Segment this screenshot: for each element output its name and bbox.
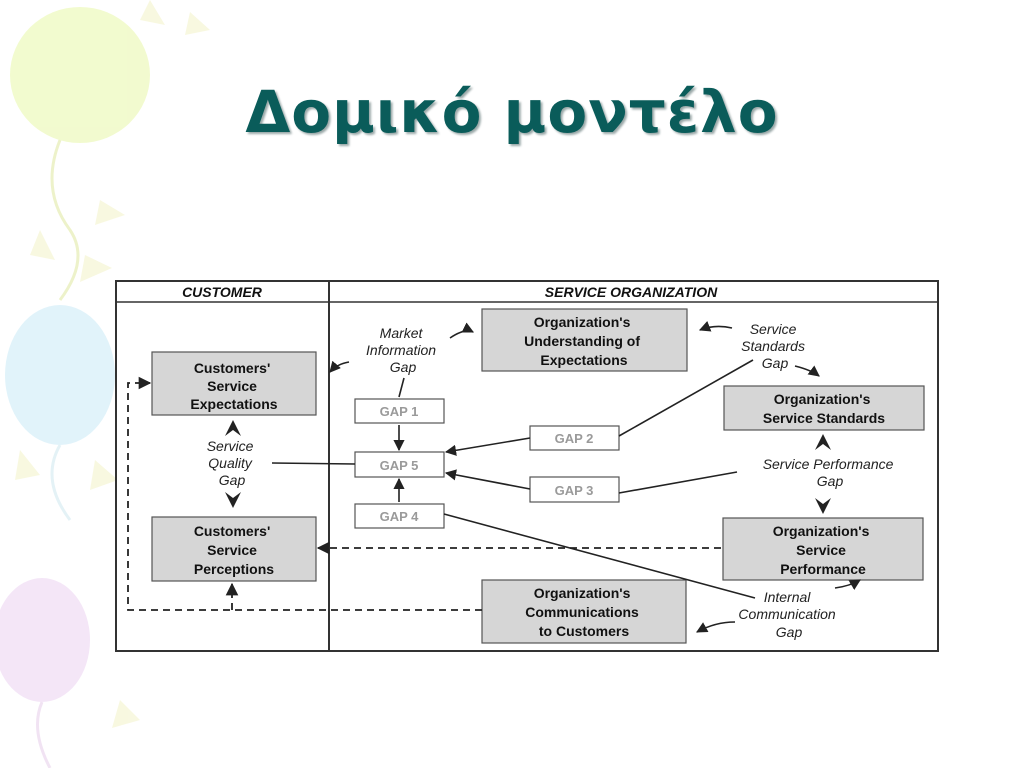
svg-text:GAP 4: GAP 4 <box>380 509 420 524</box>
internal-communication-gap-label: Internal Communication Gap <box>738 589 839 640</box>
gap-model-diagram: CUSTOMER SERVICE ORGANIZATION Customers'… <box>115 280 939 652</box>
slide-title: Δομικό μοντέλο <box>245 78 779 146</box>
chevron-down-icon <box>225 492 241 508</box>
customer-header: CUSTOMER <box>182 284 263 300</box>
svg-text:Organization's Understan: Organization's Understanding of Expectat… <box>524 314 644 368</box>
gap-5-box: GAP 5 <box>354 451 445 478</box>
organization-communications-box: Organization's Communications to Custome… <box>481 579 687 644</box>
service-performance-gap-label: Service Performance Gap <box>763 456 898 489</box>
customers-service-perceptions-box: Customers' Service Perceptions <box>151 516 317 582</box>
chevron-up-icon <box>225 420 241 436</box>
gap-2-box: GAP 2 <box>529 425 620 451</box>
svg-text:GAP 2: GAP 2 <box>555 431 594 446</box>
organization-service-performance-box: Organization's Service Performance <box>722 517 924 581</box>
svg-text:Customers' Service: Customers' Service Expectations <box>190 360 277 412</box>
organization-service-standards-box: Organization's Service Standards <box>723 385 925 431</box>
chevron-markers <box>225 420 831 514</box>
connectors <box>271 359 756 599</box>
service-standards-gap-label: Service Standards Gap <box>741 321 809 371</box>
svg-text:GAP 5: GAP 5 <box>380 458 419 473</box>
svg-text:Organization's Service S: Organization's Service Standards <box>763 391 885 426</box>
curved-arrows <box>329 321 861 633</box>
chevron-up-icon <box>815 434 831 450</box>
customers-service-expectations-box: Customers' Service Expectations <box>151 351 317 416</box>
svg-text:Organization's Communica: Organization's Communications to Custome… <box>525 585 642 639</box>
blue-balloon-icon <box>5 305 115 445</box>
svg-text:Organization's Service: Organization's Service Performance <box>773 523 874 577</box>
svg-text:Customers' Service: Customers' Service Perceptions <box>194 523 274 577</box>
chevron-down-icon <box>815 498 831 514</box>
gap-3-box: GAP 3 <box>529 476 620 503</box>
organization-understanding-box: Organization's Understanding of Expectat… <box>481 308 688 372</box>
svg-text:GAP 3: GAP 3 <box>555 483 594 498</box>
svg-text:GAP 1: GAP 1 <box>380 404 419 419</box>
gap-1-box: GAP 1 <box>354 398 445 424</box>
gap-4-box: GAP 4 <box>354 503 445 529</box>
market-information-gap-label: Market Information Gap <box>366 325 440 375</box>
service-quality-gap-label: Service Quality Gap <box>207 438 258 488</box>
dashed-connectors <box>127 376 721 611</box>
purple-balloon-icon <box>0 578 90 702</box>
yellow-balloon-icon <box>10 7 150 143</box>
service-organization-header: SERVICE ORGANIZATION <box>545 284 718 300</box>
